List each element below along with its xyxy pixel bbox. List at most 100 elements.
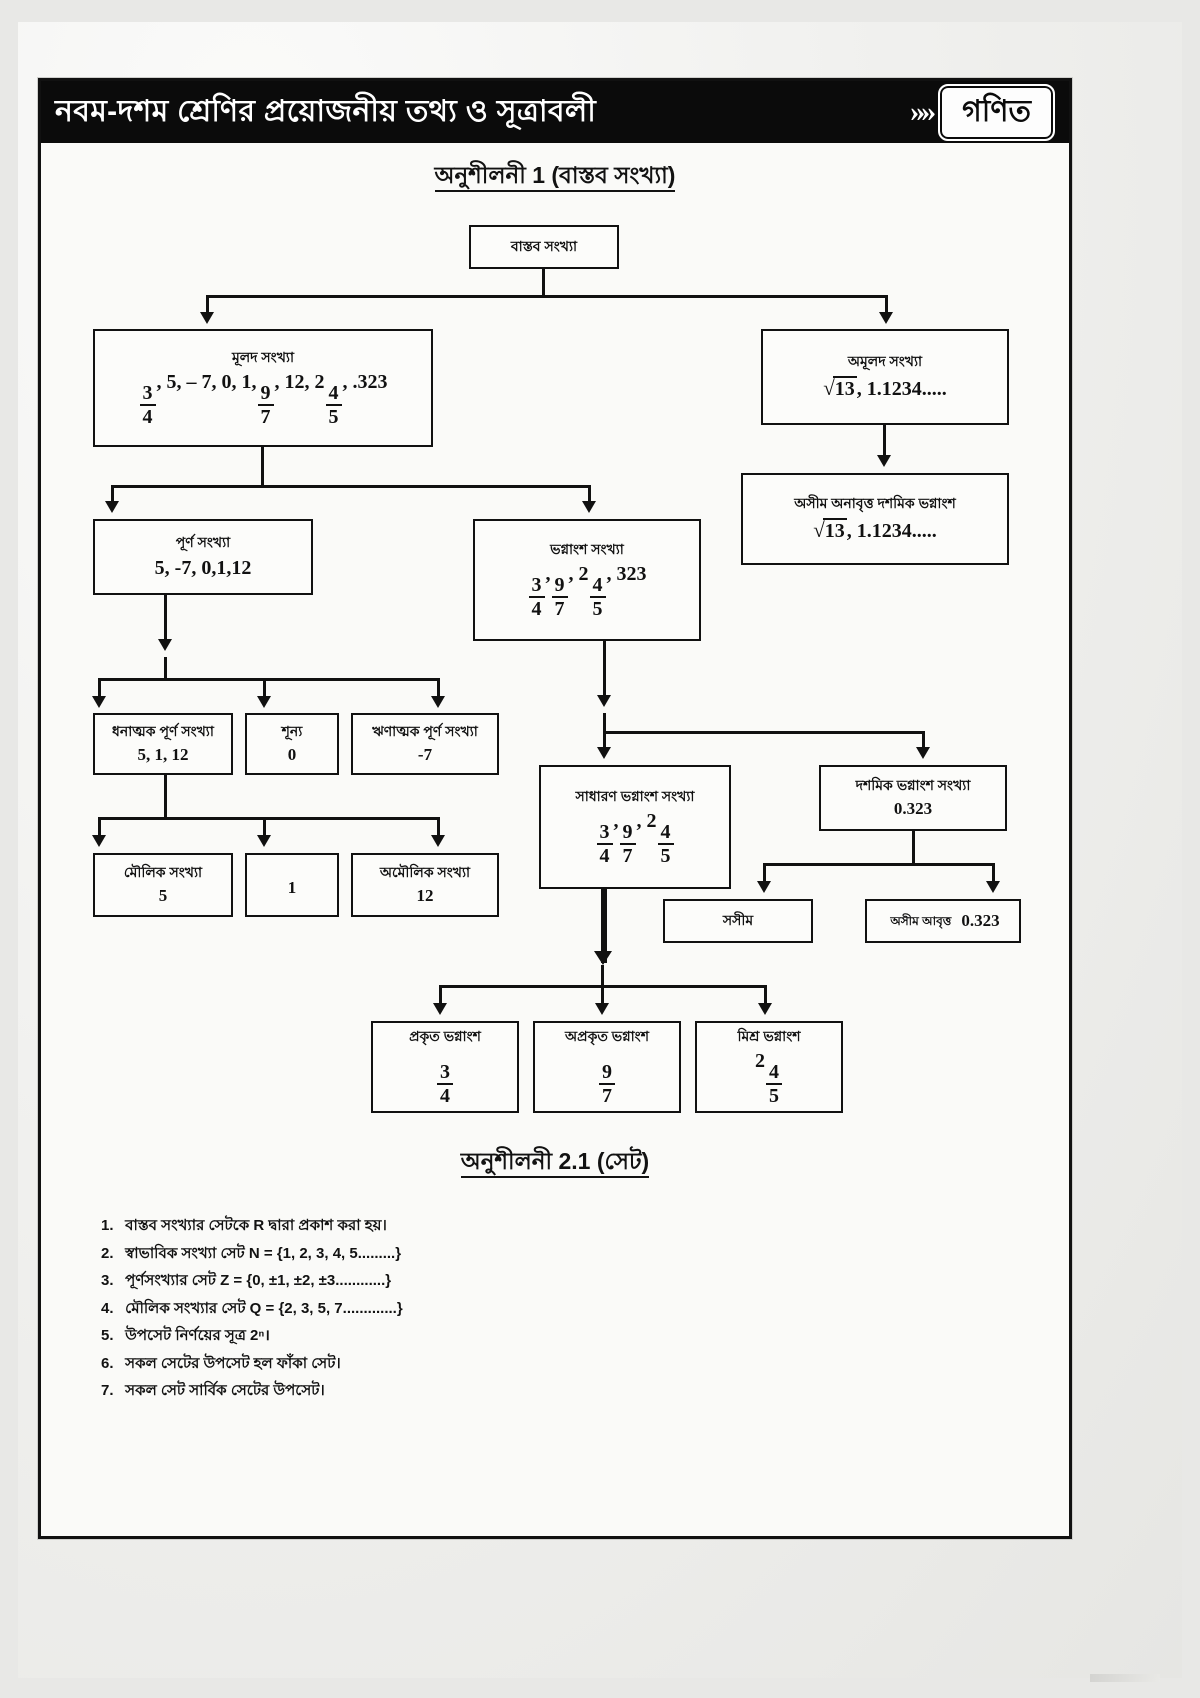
arrow-icon: [92, 696, 106, 708]
connector: [603, 713, 606, 733]
connector: [98, 678, 101, 700]
connector: [164, 657, 167, 681]
connector: [588, 485, 591, 505]
node-negative-integers-value: -7: [417, 745, 433, 765]
arrow-icon: [877, 455, 891, 467]
connector: [542, 269, 545, 295]
connector: [764, 985, 767, 1007]
set-notes-list: 1. বাস্তব সংখ্যার সেটকে R দ্বারা প্রকাশ …: [101, 1216, 741, 1409]
header-banner: নবম-দশম শ্রেণির প্রয়োজনীয় তথ্য ও সূত্র…: [41, 81, 1069, 143]
connector: [603, 731, 925, 734]
node-integers-caption: পূর্ণ সংখ্যা: [175, 534, 231, 551]
node-common-fraction-caption: সাধারণ ভগ্নাংশ সংখ্যা: [575, 787, 695, 804]
node-irrational-numbers-value: √13, 1.1234.....: [823, 375, 947, 400]
connector: [263, 817, 266, 839]
content-frame: নবম-দশম শ্রেণির প্রয়োজনীয় তথ্য ও সূত্র…: [38, 78, 1072, 1539]
node-negative-integers-caption: ঋণাত্মক পূর্ণ সংখ্যা: [372, 722, 478, 739]
connector: [261, 447, 264, 485]
node-negative-integers: ঋণাত্মক পূর্ণ সংখ্যা -7: [351, 713, 499, 775]
connector: [922, 731, 925, 751]
arrow-icon: [595, 1003, 609, 1015]
arrow-icon: [105, 501, 119, 513]
section-1-heading: অনুশীলনী 1 (বাস্তব সংখ্যা): [41, 157, 1069, 196]
connector: [439, 985, 442, 1007]
node-proper-fraction-caption: প্রকৃত ভগ্নাংশ: [409, 1027, 481, 1044]
section-1-heading-text: অনুশীলনী 1 (বাস্তব সংখ্যা): [434, 162, 676, 192]
arrow-icon: [582, 501, 596, 513]
connector: [98, 817, 440, 820]
list-item-number: 6.: [101, 1354, 114, 1372]
arrow-icon: [597, 695, 611, 707]
arrow-icon: [594, 951, 612, 965]
arrow-icon: [433, 1003, 447, 1015]
connector: [912, 831, 915, 865]
node-infinite-nonrecurring-decimal-value: √13, 1.1234.....: [813, 517, 937, 542]
list-item: 2. স্বাভাবিক সংখ্যা সেট N = {1, 2, 3, 4,…: [101, 1244, 741, 1264]
list-item: 3. পূর্ণসংখ্যার সেট Z = {0, ±1, ±2, ±3..…: [101, 1271, 741, 1291]
connector: [437, 817, 440, 839]
node-recurring-decimal-caption: অসীম আবৃত্ত: [890, 913, 952, 928]
arrow-icon: [916, 747, 930, 759]
node-one-value: 1: [287, 877, 297, 897]
node-decimal-fraction-value: 0.323: [893, 799, 933, 819]
connector: [763, 863, 766, 885]
node-mixed-fraction-caption: মিশ্র ভগ্নাংশ: [737, 1027, 801, 1044]
connector: [992, 863, 995, 885]
list-item: 1. বাস্তব সংখ্যার সেটকে R দ্বারা প্রকাশ …: [101, 1216, 741, 1236]
list-item-number: 4.: [101, 1299, 114, 1317]
arrow-icon: [431, 835, 445, 847]
arrow-icon: [879, 312, 893, 324]
arrow-icon: [758, 1003, 772, 1015]
connector: [883, 425, 886, 461]
node-irrational-numbers-caption: অমূলদ সংখ্যা: [847, 353, 923, 370]
connector: [601, 985, 604, 1007]
node-prime-numbers-value: 5: [158, 886, 168, 906]
node-infinite-nonrecurring-decimal: অসীম অনাবৃত্ত দশমিক ভগ্নাংশ √13, 1.1234.…: [741, 473, 1009, 565]
connector: [601, 965, 604, 987]
arrow-icon: [597, 747, 611, 759]
arrow-icon: [158, 639, 172, 651]
arrow-icon: [200, 312, 214, 324]
list-item-number: 2.: [101, 1244, 114, 1262]
list-item-number: 3.: [101, 1272, 114, 1289]
list-item-text: পূর্ণসংখ্যার সেট Z = {0, ±1, ±2, ±3.....…: [125, 1272, 392, 1289]
node-infinite-nonrecurring-decimal-caption: অসীম অনাবৃত্ত দশমিক ভগ্নাংশ: [794, 495, 956, 512]
header-title: নবম-দশম শ্রেণির প্রয়োজনীয় তথ্য ও সূত্র…: [55, 94, 597, 128]
node-composite-numbers-value: 12: [416, 886, 434, 906]
subject-badge: গণিত: [938, 83, 1055, 141]
connector: [601, 889, 607, 963]
connector: [763, 863, 995, 866]
arrow-icon: [431, 696, 445, 708]
node-zero: শূন্য 0: [245, 713, 339, 775]
connector: [437, 678, 440, 700]
node-recurring-decimal-value: 0.323: [961, 911, 1000, 930]
arrow-icon: [986, 881, 1000, 893]
list-item-text: সকল সেটের উপসেট হল ফাঁকা সেট।: [125, 1354, 341, 1372]
node-zero-value: 0: [287, 745, 297, 765]
arrow-icon: [257, 835, 271, 847]
scan-artifact: [1090, 1674, 1160, 1682]
connector: [111, 485, 114, 505]
node-positive-integers-value: 5, 1, 12: [137, 745, 189, 765]
connector: [164, 775, 167, 819]
node-prime-numbers: মৌলিক সংখ্যা 5: [93, 853, 233, 917]
list-item: 7. সকল সেট সার্বিক সেটের উপসেট।: [101, 1381, 741, 1401]
node-integers: পূর্ণ সংখ্যা 5, -7, 0,1,12: [93, 519, 313, 595]
list-item: 5. উপসেট নির্ণয়ের সূত্র 2ⁿ।: [101, 1326, 741, 1346]
list-item-text: উপসেট নির্ণয়ের সূত্র 2ⁿ।: [125, 1327, 270, 1344]
list-item: 4. মৌলিক সংখ্যার সেট Q = {2, 3, 5, 7....…: [101, 1299, 741, 1319]
list-item-number: 7.: [101, 1382, 114, 1399]
section-2-heading: অনুশীলনী 2.1 (সেট): [41, 1143, 1069, 1182]
arrow-icon: [257, 696, 271, 708]
node-positive-integers: ধনাত্মক পূর্ণ সংখ্যা 5, 1, 12: [93, 713, 233, 775]
node-integers-value: 5, -7, 0,1,12: [154, 556, 252, 579]
